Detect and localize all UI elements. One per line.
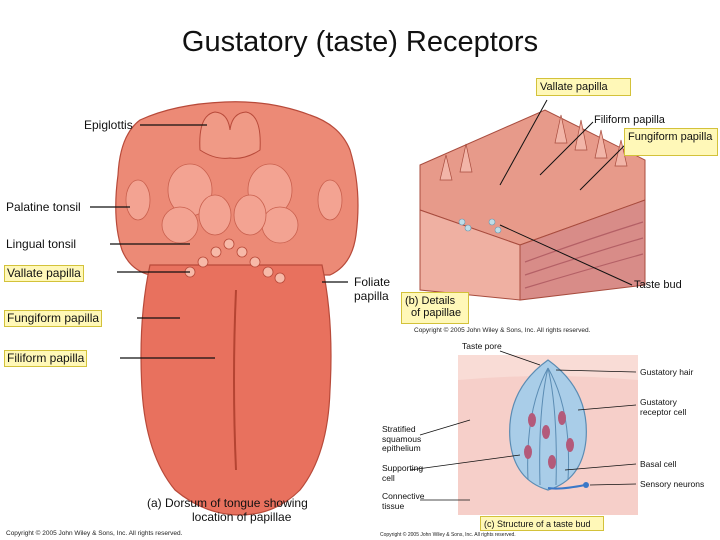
caption-a-line2: location of papillae xyxy=(192,510,292,524)
label-connective-tissue: Connective tissue xyxy=(382,491,425,511)
label-taste-pore: Taste pore xyxy=(462,341,502,351)
label-supporting-line1: Supporting xyxy=(382,463,424,473)
caption-a-letter: (a) xyxy=(147,496,162,510)
label-b-taste-bud: Taste bud xyxy=(634,279,682,291)
label-stratified-line2: squamous xyxy=(382,433,422,444)
label-b-filiform-papilla: Filiform papilla xyxy=(594,114,665,126)
label-stratified-epithelium: Stratified squamous epithelium xyxy=(382,424,422,454)
label-epiglottis: Epiglottis xyxy=(84,118,133,132)
label-filiform-papilla: Filiform papilla xyxy=(4,350,88,367)
label-gustatory-hair: Gustatory hair xyxy=(640,367,694,377)
label-supporting-line2: cell xyxy=(382,472,395,483)
copyright-b: Copyright © 2005 John Wiley & Sons, Inc.… xyxy=(414,327,591,334)
label-vallate-papilla: Vallate papilla xyxy=(4,265,84,282)
copyright-a: Copyright © 2005 John Wiley & Sons, Inc.… xyxy=(6,530,183,537)
caption-b-line2: of papillae xyxy=(411,307,462,319)
label-supporting-cell: Supporting cell xyxy=(382,463,424,483)
caption-c: (c) Structure of a taste bud xyxy=(480,516,604,531)
label-stratified-line3: epithelium xyxy=(382,443,421,453)
caption-b: (b) Details of papillae xyxy=(401,292,469,324)
label-connective-line1: Connective xyxy=(382,491,425,501)
label-palatine-tonsil: Palatine tonsil xyxy=(6,200,81,214)
label-basal-cell: Basal cell xyxy=(640,459,677,469)
taste-bud-illustration xyxy=(409,350,638,515)
label-stratified-line1: Stratified xyxy=(382,424,416,434)
label-gustatory-receptor-cell: Gustatory receptor cell xyxy=(640,397,687,417)
copyright-c: Copyright © 2005 John Wiley & Sons, Inc.… xyxy=(380,532,516,538)
label-gustatory-receptor-line1: Gustatory xyxy=(640,397,677,407)
label-foliate-papilla-line1: Foliate xyxy=(354,275,391,289)
label-fungiform-papilla: Fungiform papilla xyxy=(4,310,103,327)
caption-a-line1: Dorsum of tongue showing xyxy=(165,496,308,510)
tongue-illustration xyxy=(90,101,359,516)
label-b-vallate-papilla: Vallate papilla xyxy=(536,78,631,96)
caption-b-line1: (b) Details xyxy=(405,295,456,307)
label-lingual-tonsil: Lingual tonsil xyxy=(6,237,77,251)
page-title: Gustatory (taste) Receptors xyxy=(181,26,539,58)
caption-a: (a) Dorsum of tongue showing xyxy=(147,497,308,510)
label-sensory-neurons: Sensory neurons xyxy=(640,479,705,489)
label-connective-line2: tissue xyxy=(382,500,405,511)
papillae-detail-illustration xyxy=(419,99,646,301)
label-gustatory-receptor-line2: receptor cell xyxy=(640,406,687,417)
label-foliate-papilla-line2: papilla xyxy=(354,289,389,303)
label-b-fungiform-papilla: Fungiform papilla xyxy=(624,128,718,156)
